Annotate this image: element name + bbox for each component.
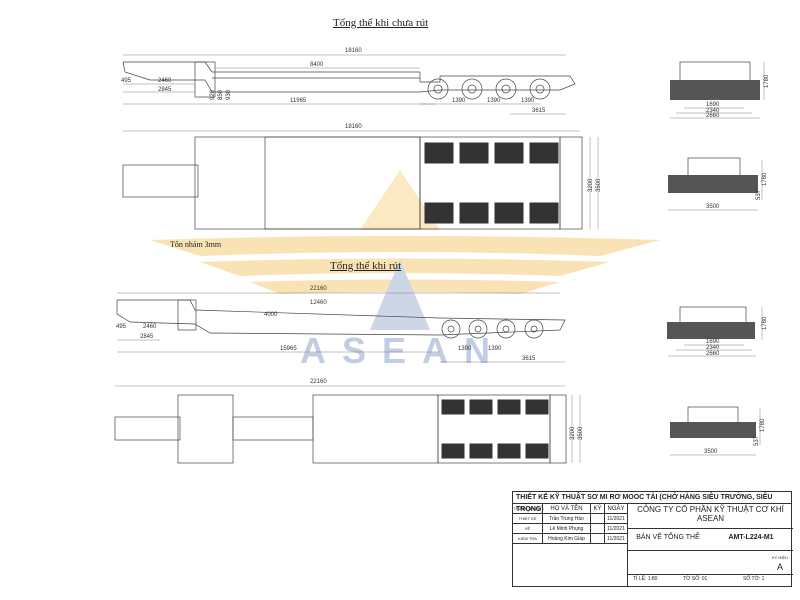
dim-before-v2: 850 bbox=[218, 89, 224, 100]
blank-cells bbox=[513, 544, 628, 586]
rear4-h: 1780 bbox=[760, 418, 766, 432]
dim-before-axle1: 1390 bbox=[452, 98, 466, 104]
dim-after-rear: 3615 bbox=[522, 356, 536, 362]
dim-after-495: 495 bbox=[116, 324, 127, 330]
dim-before-axle3: 1390 bbox=[521, 98, 535, 104]
rear2-h2: 537 bbox=[756, 189, 762, 200]
title-before: Tổng thể khi chưa rút bbox=[333, 17, 429, 29]
dim-before-2845: 2845 bbox=[158, 87, 172, 93]
row1-role: THIẾT KẾ bbox=[513, 514, 543, 524]
row2-date: 11/2021 bbox=[605, 524, 628, 534]
col-sign: KÝ bbox=[591, 504, 605, 514]
col-date: NGÀY bbox=[605, 504, 628, 514]
rear-view-4 bbox=[670, 406, 761, 456]
dim-before-top-overall: 18160 bbox=[345, 124, 362, 130]
row2-role: VẼ bbox=[513, 524, 543, 534]
rear3-h: 1780 bbox=[762, 316, 768, 330]
rear-view-1 bbox=[670, 61, 765, 119]
rear1-c: 2660 bbox=[706, 113, 720, 119]
title-block-header: THIẾT KẾ KỸ THUẬT SƠ MI RƠ MOOC TẢI (CHỞ… bbox=[513, 492, 791, 513]
scale: TỈ LỆ: 1:80 bbox=[633, 576, 658, 582]
row3-name: Hoàng Kim Giáp bbox=[543, 534, 591, 544]
rear3-a: 1690 bbox=[706, 339, 720, 345]
title-after: Tổng thể khi rút bbox=[330, 260, 402, 272]
rear4-h2: 537 bbox=[754, 435, 760, 446]
dim-after-15965: 15965 bbox=[280, 346, 297, 352]
dim-after-axle1: 1390 bbox=[458, 346, 472, 352]
dim-after-2460: 2460 bbox=[143, 324, 157, 330]
dim-after-axle2: 1390 bbox=[488, 346, 502, 352]
side-view-before bbox=[122, 54, 576, 115]
dim-after-deck: 12460 bbox=[310, 300, 327, 306]
row2-name: Lê Minh Phụng bbox=[543, 524, 591, 534]
col-name: HỌ VÀ TÊN bbox=[543, 504, 591, 514]
revision: A bbox=[776, 562, 783, 572]
company-name: CÔNG TY CỔ PHẦN KỸ THUẬT CƠ KHÍ ASEAN bbox=[637, 505, 784, 523]
sheet-count: SỐ TỜ: 1 bbox=[743, 576, 765, 582]
dim-after-2845: 2845 bbox=[140, 334, 154, 340]
rear-view-3 bbox=[667, 306, 763, 357]
rear3-b: 2340 bbox=[706, 345, 720, 351]
top-view-after bbox=[114, 385, 581, 464]
row3-role: KIỂM TRA bbox=[513, 534, 543, 544]
title-block: THIẾT KẾ KỸ THUẬT SƠ MI RƠ MOOC TẢI (CHỞ… bbox=[512, 491, 793, 587]
dim-before-overall: 18160 bbox=[345, 48, 362, 54]
row1-sign bbox=[591, 514, 605, 524]
row2-sign bbox=[591, 524, 605, 534]
rev-label: KÝ HIỆU bbox=[771, 555, 788, 560]
rear1-h: 1780 bbox=[764, 74, 770, 88]
top-view-before bbox=[122, 130, 599, 230]
rear3-c: 2660 bbox=[706, 351, 720, 357]
dim-before-axle2: 1390 bbox=[487, 98, 501, 104]
rear-view-2 bbox=[668, 157, 763, 211]
drawing-code: AMT-L224-M1 bbox=[728, 534, 774, 541]
rear2-h: 1780 bbox=[762, 172, 768, 186]
rear4-w: 3500 bbox=[704, 449, 718, 455]
rear2-w: 3500 bbox=[706, 204, 720, 210]
dim-before-top-w2: 3500 bbox=[596, 178, 602, 192]
dim-before-v1: 920 bbox=[210, 89, 216, 100]
row3-date: 11/2021 bbox=[605, 534, 628, 544]
dim-before-2460: 2460 bbox=[158, 78, 172, 84]
sheet-index: TỜ SỐ: 01 bbox=[683, 576, 708, 582]
row3-sign bbox=[591, 534, 605, 544]
dim-before-deck: 8400 bbox=[310, 62, 324, 68]
dim-before-v3: 930 bbox=[226, 89, 232, 100]
rear1-b: 2340 bbox=[706, 108, 720, 114]
row1-date: 11/2021 bbox=[605, 514, 628, 524]
col-role: TRÁCH NHIỆM bbox=[513, 504, 543, 514]
dim-after-ext: 4000 bbox=[264, 312, 278, 318]
dim-before-rear: 3615 bbox=[532, 108, 546, 114]
rear1-a: 1690 bbox=[706, 102, 720, 108]
dim-before-495: 495 bbox=[121, 78, 132, 84]
dim-after-top-w1: 3200 bbox=[570, 426, 576, 440]
side-view-after bbox=[116, 292, 566, 363]
row1-name: Trần Trung Hảo bbox=[543, 514, 591, 524]
drawing-name: BẢN VẼ TỔNG THỂ bbox=[636, 534, 700, 541]
dim-after-top-overall: 22160 bbox=[310, 379, 327, 385]
dim-before-top-w1: 3200 bbox=[588, 178, 594, 192]
watermark-text: ASEAN bbox=[300, 330, 507, 371]
dim-after-top-w2: 3500 bbox=[578, 426, 584, 440]
dim-after-overall: 22160 bbox=[310, 286, 327, 292]
surface-note: Tôn nhám 3mm bbox=[170, 240, 222, 249]
dim-before-11965: 11965 bbox=[290, 98, 307, 104]
